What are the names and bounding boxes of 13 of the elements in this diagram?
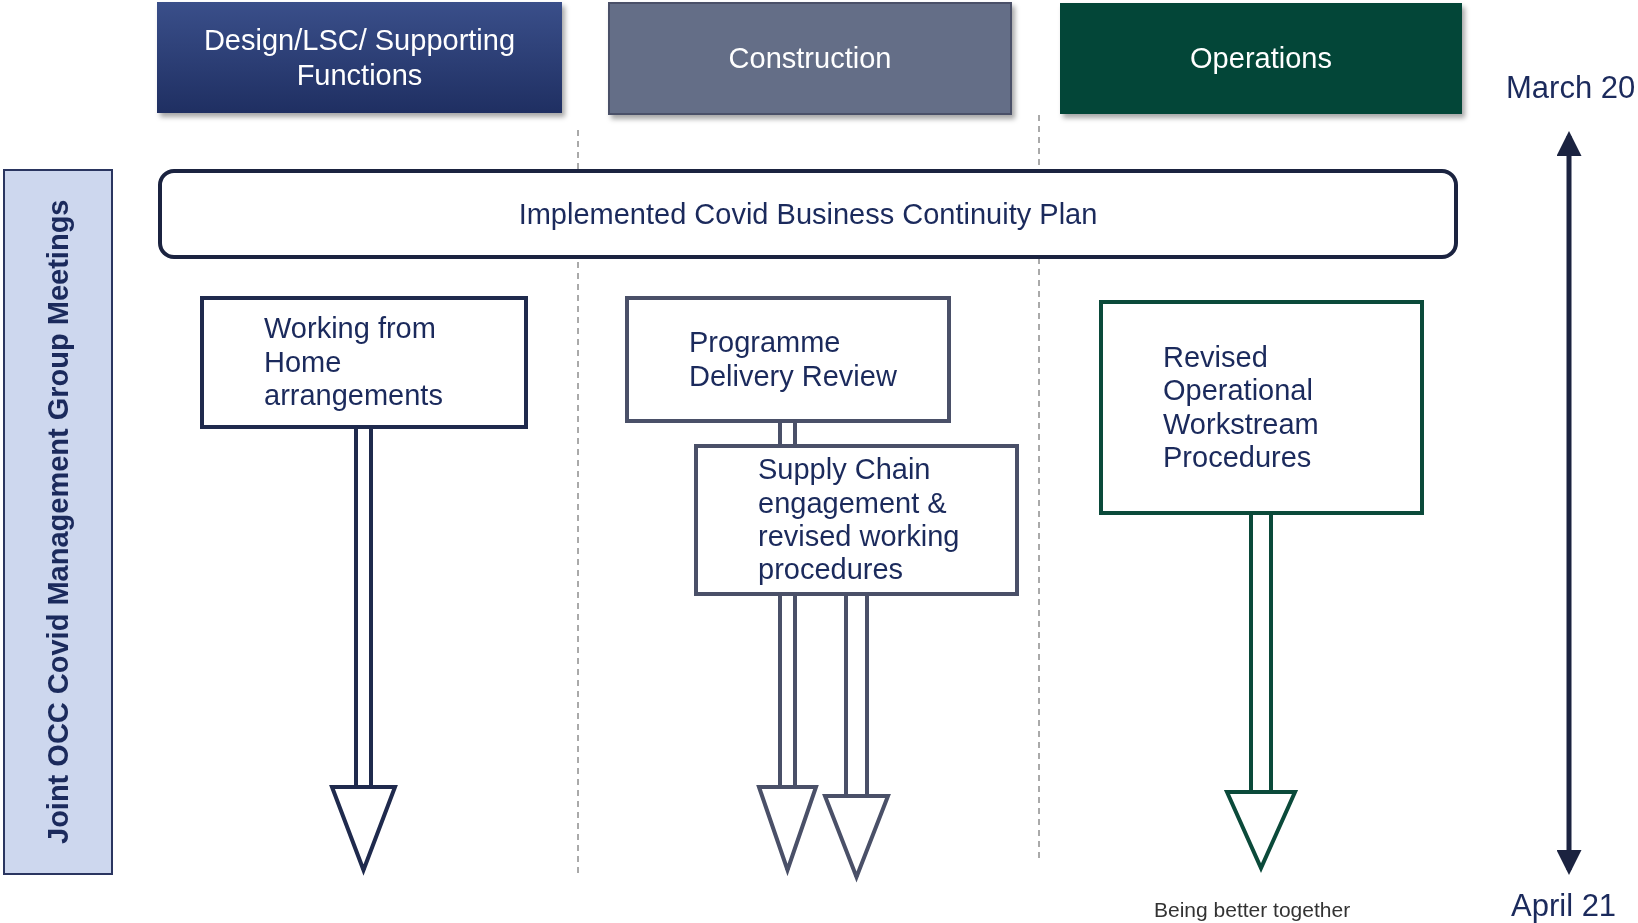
process-box: Revised Operational Workstream Procedures — [1099, 300, 1424, 515]
header-banner: Operations — [1060, 3, 1462, 114]
block-arrow — [1225, 513, 1297, 870]
time-label: March 20 — [1506, 70, 1636, 106]
header-banner: Construction — [608, 2, 1012, 115]
side-band: Joint OCC Covid Management Group Meetings — [3, 169, 113, 875]
process-box: Working from Home arrangements — [200, 296, 528, 429]
time-label: April 21 — [1511, 888, 1617, 923]
plan-bar: Implemented Covid Business Continuity Plan — [158, 169, 1458, 259]
process-box: Supply Chain engagement & revised working procedures — [694, 444, 1019, 596]
header-banner: Design/LSC/ Supporting Functions — [157, 2, 562, 113]
footer-text: Being better together — [1154, 898, 1351, 922]
process-box: Programme Delivery Review — [625, 296, 951, 423]
